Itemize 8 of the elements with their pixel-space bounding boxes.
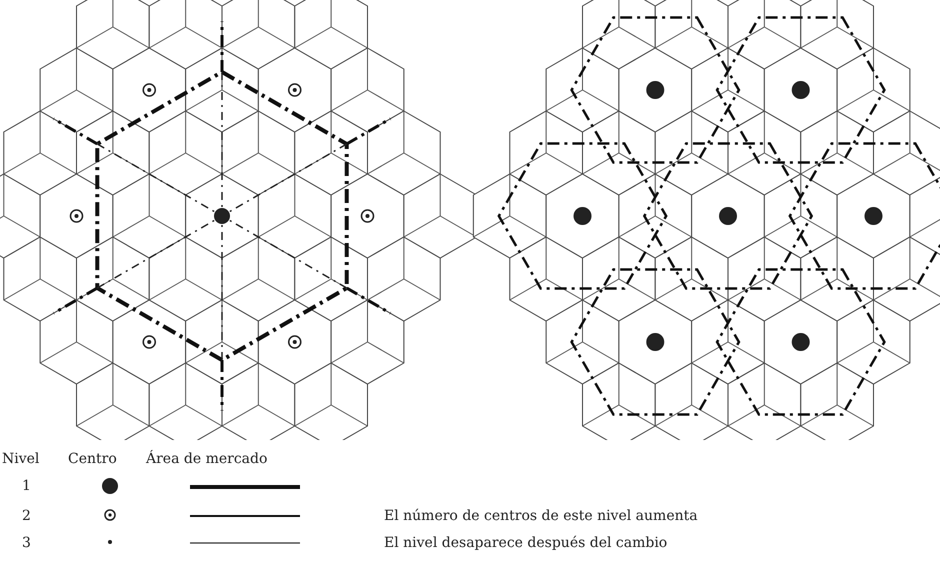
level-number: 2 <box>22 508 31 524</box>
column-header: Área de mercado <box>146 451 268 467</box>
level-number: 3 <box>22 535 31 551</box>
column-header: Nivel <box>2 451 40 467</box>
level-number: 1 <box>22 478 31 494</box>
column-header: Centro <box>68 451 117 467</box>
legend-note: El nivel desaparece después del cambio <box>384 535 668 551</box>
legend-note: El número de centros de este nivel aumenta <box>384 508 698 524</box>
